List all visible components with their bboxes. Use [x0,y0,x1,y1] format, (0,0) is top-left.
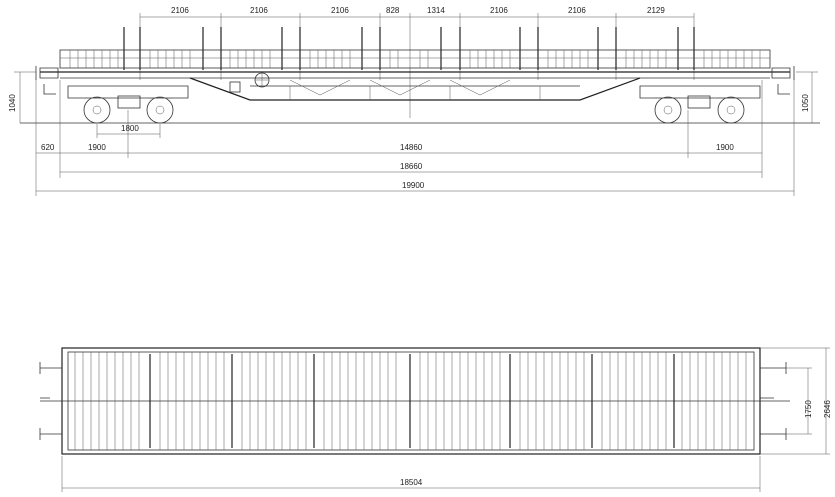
length-dims: 620 1900 14860 1900 18660 19900 [35,80,795,196]
inner-width-dim: 1750 [804,400,813,418]
bogie-centers-dim: 14860 [400,143,423,152]
bogie-left-dim: 1900 [88,143,106,152]
end-offset-dim: 620 [41,143,55,152]
top-dim-4: 828 [386,6,400,15]
side-view: 2106 2106 2106 828 1314 2106 2106 2129 [8,6,820,196]
top-dim-1: 2106 [171,6,189,15]
top-dim-8: 2129 [647,6,665,15]
deck-rail [59,49,771,69]
top-dim-2: 2106 [250,6,268,15]
right-bogie [639,85,761,124]
top-dim-6: 2106 [490,6,508,15]
wheelbase-value: 1800 [121,124,139,133]
top-dim-5: 1314 [427,6,445,15]
frame-length-dim: 18660 [400,162,423,171]
top-dim-7: 2106 [568,6,586,15]
height-dims: 1040 1050 [8,71,818,123]
bogie-right-dim: 1900 [716,143,734,152]
deck-length-value: 18504 [400,478,423,487]
width-dims: 1750 2646 [760,347,832,455]
top-view: 1750 2646 18504 [39,347,832,492]
wheelbase-dim: 1800 [96,124,161,138]
right-height-dim: 1050 [801,94,810,112]
outer-width-dim: 2646 [823,400,832,418]
top-dimension-chain: 2106 2106 2106 828 1314 2106 2106 2129 [139,6,695,118]
left-height-dim: 1040 [8,94,17,112]
top-dim-3: 2106 [331,6,349,15]
buffers [35,66,795,95]
stakes [123,27,695,70]
overall-length-dim: 19900 [402,181,425,190]
underframe [40,71,790,101]
deck-length-dim: 18504 [61,456,761,492]
